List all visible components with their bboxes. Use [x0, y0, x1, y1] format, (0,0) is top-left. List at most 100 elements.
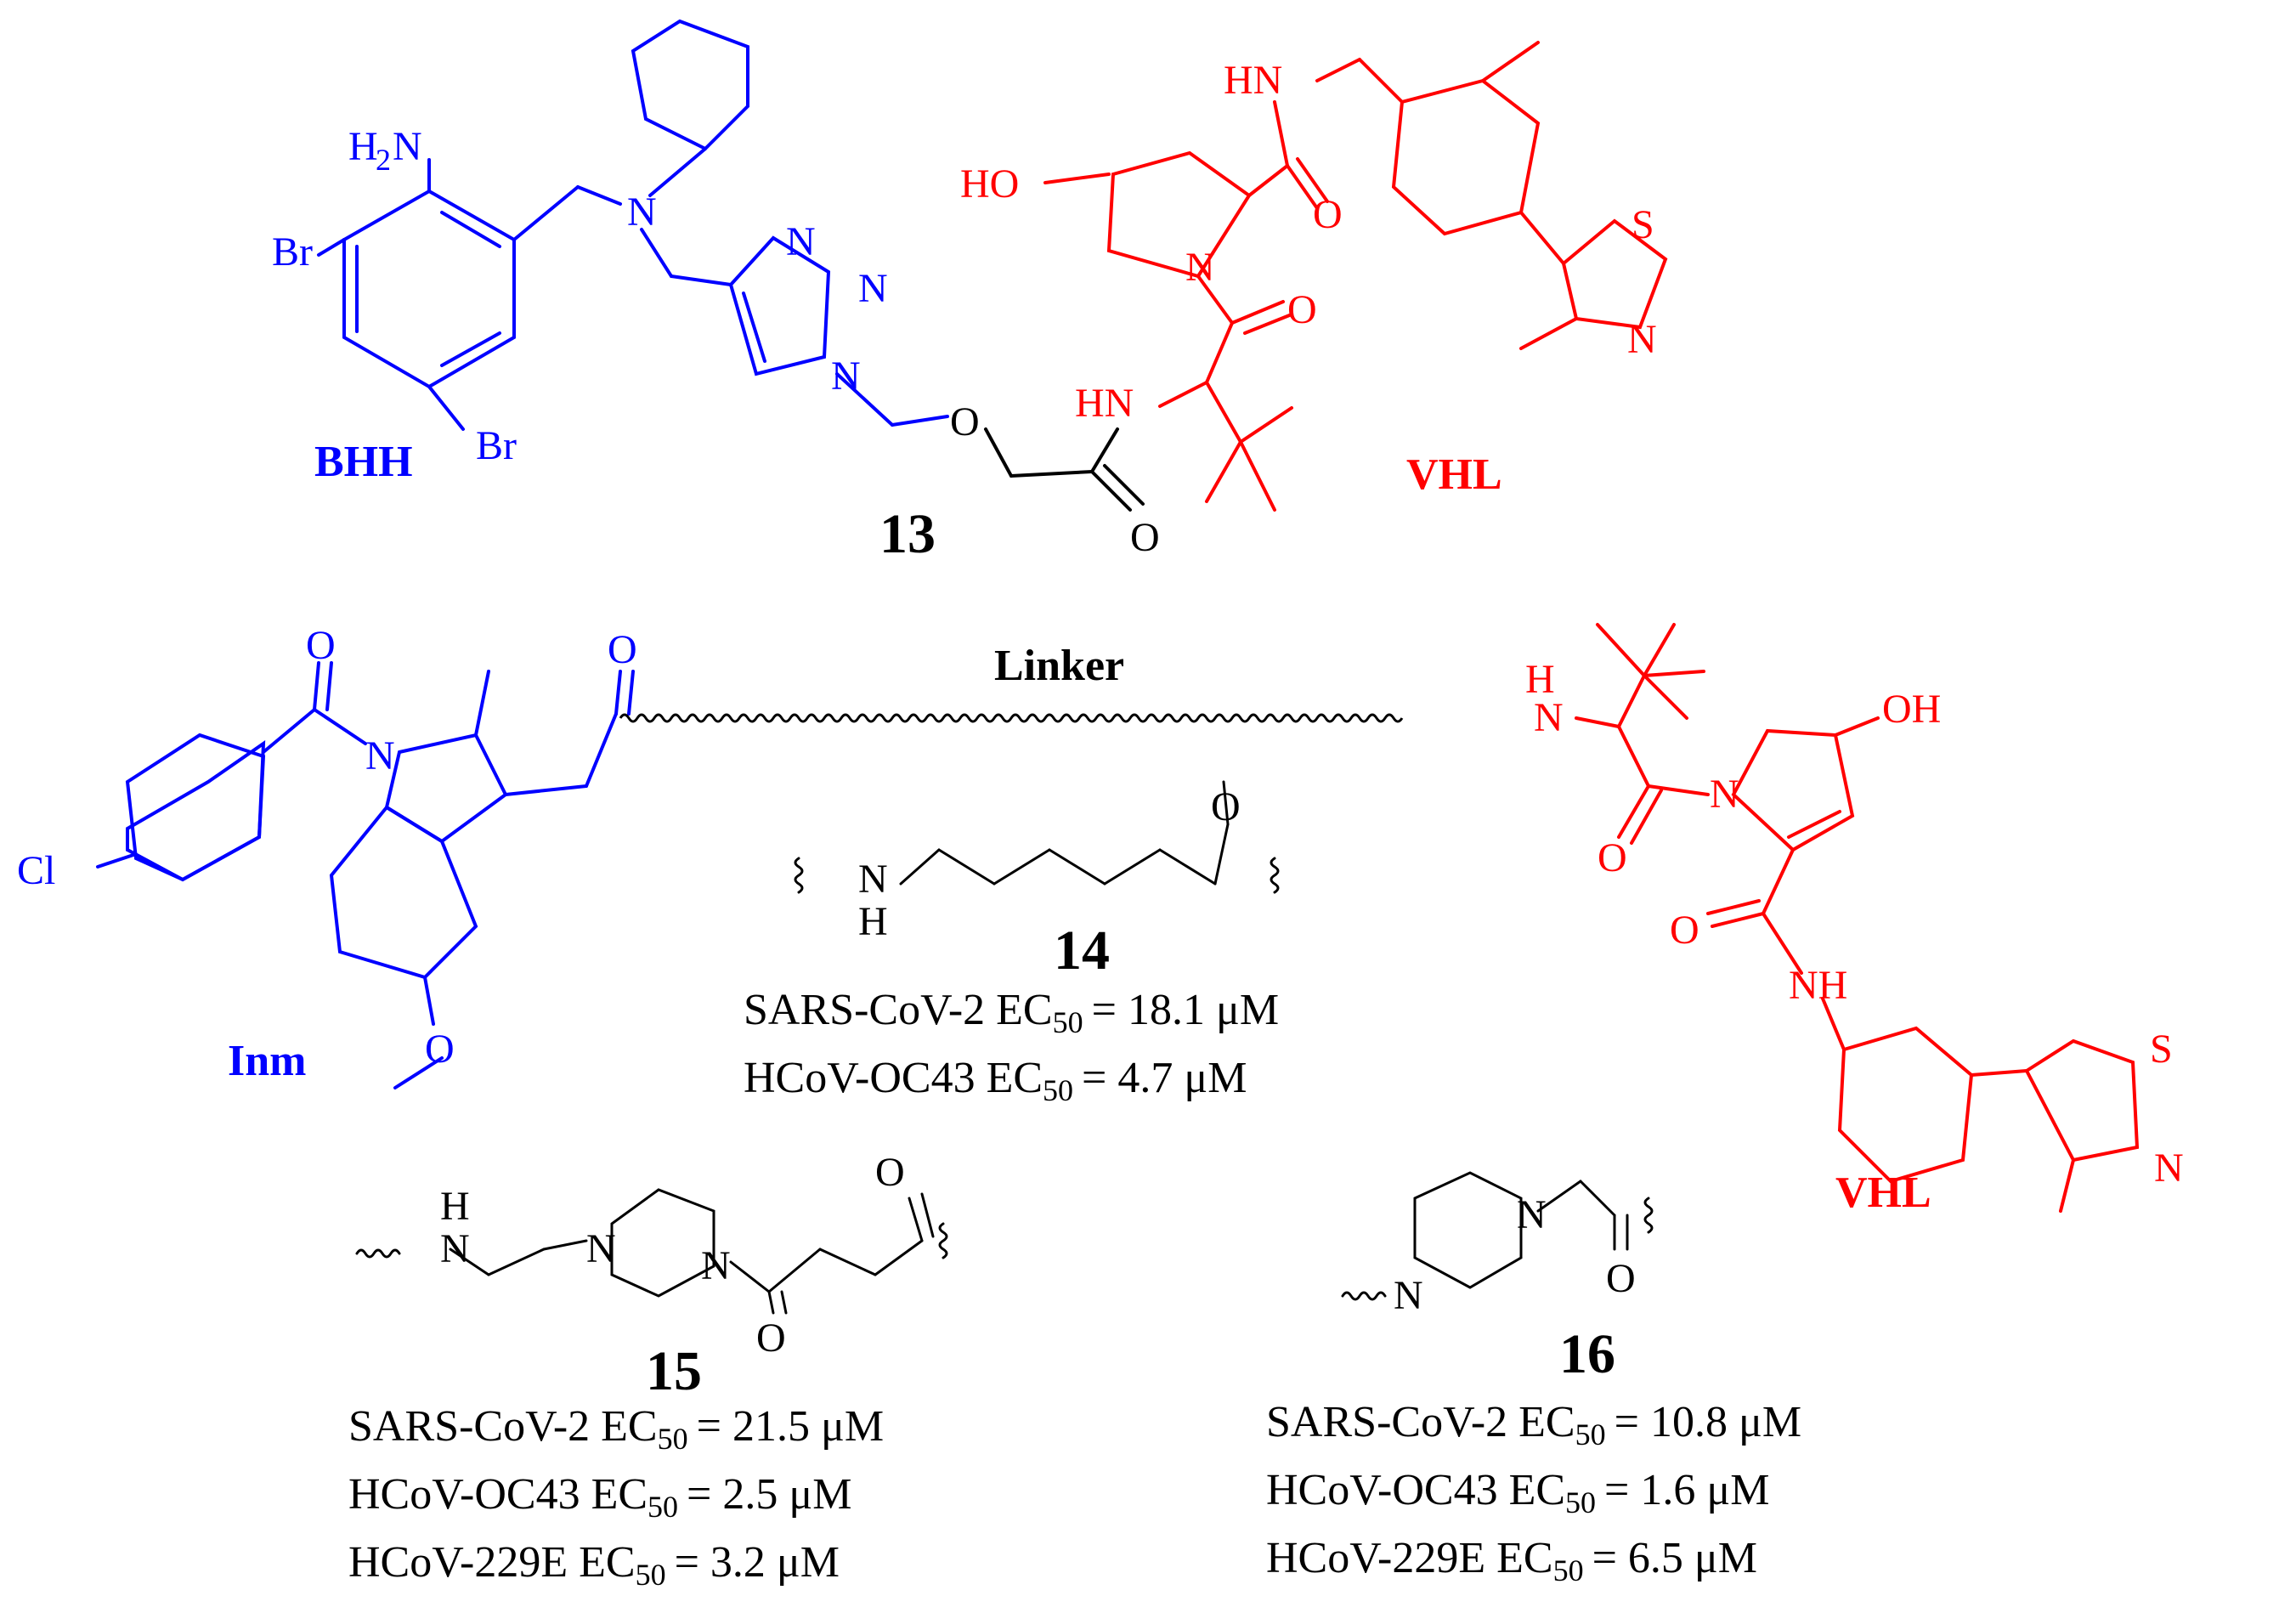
triazole-n1: N [786, 219, 816, 264]
vhl-bottom-h: H [1525, 657, 1555, 702]
ec-label: EC [1518, 1398, 1575, 1446]
virus: SARS-CoV-2 [744, 986, 985, 1034]
compound-15-number: 15 [646, 1340, 702, 1402]
ec50-16-row-1: SARS-CoV-2 EC50= 10.8 μM [1266, 1398, 1801, 1451]
ec50-block-15: SARS-CoV-2 EC50= 21.5 μM HCoV-OC43 EC50=… [348, 1402, 884, 1592]
ec50-14-row-1: SARS-CoV-2 EC50 = 18.1 μM [744, 986, 1279, 1039]
proline-n: N [1185, 245, 1215, 290]
vhl-bottom-amide2-o: O [1670, 908, 1699, 953]
inm-cl: Cl [17, 848, 55, 893]
ec50-15-row-2: HCoV-OC43 EC50= 2.5 μM [348, 1470, 851, 1524]
ec-sub: 50 [1043, 1073, 1073, 1107]
virus: HCoV-229E [348, 1538, 568, 1587]
ec-label: EC [1509, 1466, 1565, 1514]
nh2-n: N [393, 124, 422, 169]
triazole-n2: N [858, 266, 888, 311]
compound-16-number: 16 [1559, 1323, 1615, 1385]
vhl-bottom-oh: OH [1882, 687, 1941, 732]
ec-label: EC [601, 1402, 657, 1451]
methoxy-o: O [425, 1027, 455, 1072]
vhl-bottom-structure [1575, 623, 2140, 1213]
linker15-pip-n2: N [701, 1243, 731, 1288]
triazole-n3: N [831, 354, 861, 399]
nh2-h: H [348, 124, 378, 169]
ec50-16-row-3: HCoV-229E EC50= 6.5 μM [1266, 1534, 1757, 1587]
vhl-bottom-n: N [1534, 695, 1564, 740]
pyrroline-n: N [1710, 772, 1739, 817]
bhh-label: BHH [314, 438, 413, 486]
benzylamide-o: O [1313, 192, 1343, 237]
vhl-label-bottom: VHL [1835, 1168, 1931, 1217]
amide-o-13: O [1130, 515, 1160, 560]
virus: HCoV-OC43 [1266, 1466, 1498, 1514]
ec-label: EC [591, 1470, 648, 1519]
ec-value: = 18.1 μM [1092, 986, 1279, 1034]
vhl-13-structure [1043, 41, 1668, 512]
bhh-structure [317, 19, 949, 431]
inm-structure [96, 661, 635, 1089]
inm-carbonyl-o: O [306, 623, 336, 668]
linker16-o: O [1606, 1256, 1636, 1301]
ec-sub: 50 [658, 1422, 688, 1456]
virus: HCoV-OC43 [744, 1054, 976, 1102]
virus: SARS-CoV-2 [348, 1402, 590, 1451]
ec-label: EC [579, 1538, 635, 1587]
ec-value: = 21.5 μM [697, 1402, 884, 1451]
linker15-o2: O [875, 1150, 905, 1195]
br-para: Br [476, 423, 517, 468]
linker15-n: N [440, 1226, 470, 1271]
nh2-sub: 2 [376, 143, 391, 177]
virus: SARS-CoV-2 [1266, 1398, 1507, 1446]
linker-wavy-line [619, 713, 1404, 723]
ec-label: EC [996, 986, 1052, 1034]
thiazole-s-13: S [1632, 202, 1654, 247]
inm-label: Inm [228, 1037, 306, 1085]
ec-label: EC [987, 1054, 1043, 1102]
linker-label: Linker [994, 642, 1124, 690]
virus: HCoV-229E [1266, 1534, 1485, 1582]
vhl-bottom-thiazole-s: S [2150, 1027, 2173, 1072]
ec50-block-14: SARS-CoV-2 EC50= 18.1 μM HCoV-OC43 EC50=… [744, 986, 1279, 1107]
ec50-block-16: SARS-CoV-2 EC50= 10.8 μM HCoV-OC43 EC50=… [1266, 1398, 1801, 1587]
thiazole-n-13: N [1627, 317, 1657, 362]
compound-13-number: 13 [879, 503, 936, 565]
proline-co-o: O [1287, 287, 1317, 332]
linker-15-structure [355, 1188, 948, 1315]
linker16-pip-n1: N [1394, 1273, 1423, 1318]
benzylamide-nh: HN [1224, 58, 1282, 103]
linker16-pip-n2: N [1517, 1192, 1547, 1237]
ketone-o: O [608, 627, 637, 672]
linker15-h: H [440, 1184, 470, 1229]
ether-o: O [950, 399, 980, 444]
ec-value: = 1.6 μM [1604, 1466, 1769, 1514]
ec-value: = 2.5 μM [687, 1470, 851, 1519]
linker-16-structure [1341, 1171, 1654, 1301]
ec-sub: 50 [1565, 1485, 1596, 1519]
linker-13-structure [984, 427, 1145, 512]
br-ortho: Br [272, 229, 313, 274]
hydroxy-ho: HO [960, 161, 1019, 207]
vhl-bottom-amide-o: O [1598, 835, 1627, 880]
ec-sub: 50 [1553, 1553, 1584, 1587]
ec-sub: 50 [1575, 1417, 1606, 1451]
amide-nh-13: HN [1075, 381, 1134, 426]
ec50-14-row-2: HCoV-OC43 EC50 = 4.7 μM [744, 1054, 1247, 1107]
linker14-o: O [1211, 784, 1241, 829]
linker14-h: H [858, 899, 888, 944]
vhl-bottom-thiazole-n: N [2154, 1146, 2184, 1191]
amine-n: N [627, 190, 657, 235]
linker15-o1: O [756, 1316, 786, 1361]
ec-value: = 3.2 μM [675, 1538, 840, 1587]
ec-sub: 50 [1053, 1005, 1083, 1039]
ec50-15-row-1: SARS-CoV-2 EC50 = 21.5 μM [348, 1402, 884, 1456]
compound-14-number: 14 [1054, 920, 1110, 982]
vhl-label-top: VHL [1406, 450, 1502, 499]
ec-value: = 4.7 μM [1082, 1054, 1247, 1102]
linker-14-structure [794, 780, 1280, 894]
ec-value: = 6.5 μM [1592, 1534, 1757, 1582]
linker14-n: N [858, 857, 888, 902]
ec-label: EC [1496, 1534, 1552, 1582]
vhl-bottom-nh: NH [1789, 963, 1847, 1008]
